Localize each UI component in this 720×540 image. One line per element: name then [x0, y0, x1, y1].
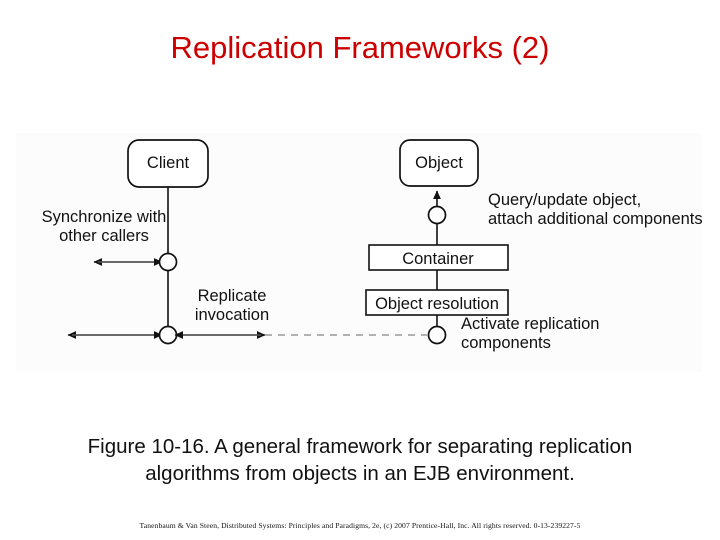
figure-caption: Figure 10-16. A general framework for se…	[20, 433, 700, 487]
object-resolution-box-label: Object resolution	[375, 295, 499, 313]
activate-label-line1: Activate replication	[461, 315, 600, 333]
object-interception-node-lower	[427, 325, 447, 345]
client-box	[127, 139, 209, 188]
object-box	[399, 139, 479, 187]
framework-diagram: Client Synchronize with other callers Re…	[42, 139, 702, 352]
container-box	[368, 244, 509, 271]
synchronize-label-line1: Synchronize with	[42, 208, 167, 226]
object-box-label: Object	[415, 154, 463, 172]
activate-label-line2: components	[461, 334, 551, 352]
replicate-label-line2: invocation	[195, 306, 269, 324]
figure-caption-line1: Figure 10-16. A general framework for se…	[87, 435, 633, 458]
replicate-label-line1: Replicate	[198, 287, 267, 305]
query-update-label-line1: Query/update object,	[488, 191, 641, 209]
client-interception-node-upper	[158, 252, 178, 272]
synchronize-label-line2: other callers	[59, 227, 149, 245]
page-title: Replication Frameworks (2)	[170, 30, 550, 65]
client-interception-node-lower	[158, 325, 178, 345]
copyright-footer: Tanenbaum & Van Steen, Distributed Syste…	[139, 521, 581, 530]
client-box-label: Client	[147, 154, 190, 172]
object-resolution-box	[365, 289, 509, 316]
object-interception-node-upper	[427, 205, 447, 225]
query-update-label-line2: attach additional components	[488, 210, 702, 228]
figure-caption-line2: algorithms from objects in an EJB enviro…	[145, 462, 575, 485]
container-box-label: Container	[402, 250, 474, 268]
figure-image: Client Synchronize with other callers Re…	[16, 133, 702, 372]
